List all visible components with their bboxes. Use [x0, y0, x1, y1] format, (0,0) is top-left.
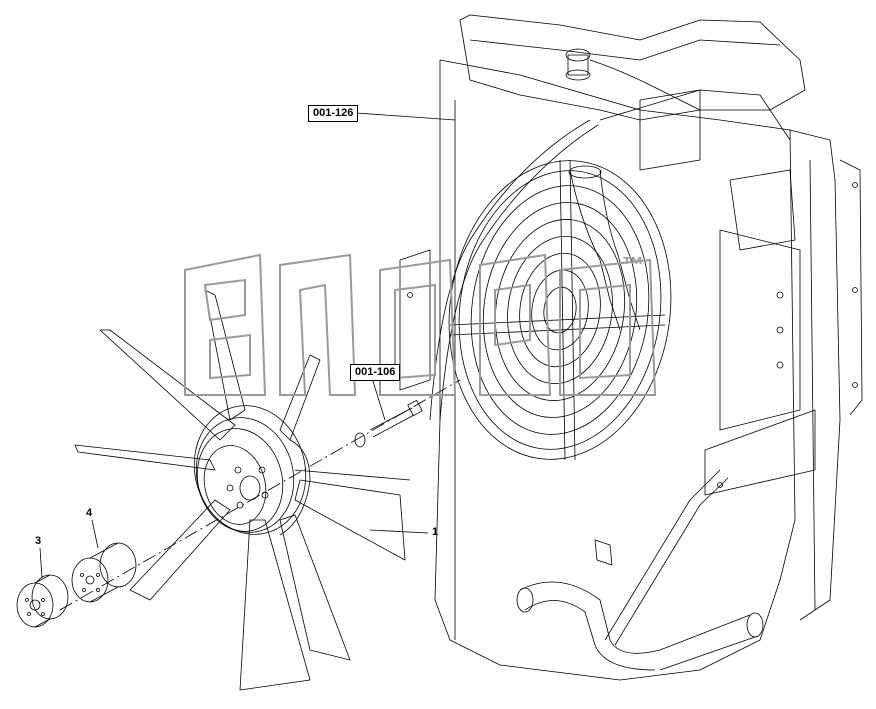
- fan-impeller: [74, 289, 411, 691]
- leader-001-106: [371, 377, 386, 421]
- bolt: [354, 399, 423, 448]
- radiator-block: [399, 14, 863, 681]
- reference-label-001-106[interactable]: 001-106: [350, 364, 401, 381]
- leader-pos-3: [39, 547, 43, 579]
- fan-guard-grille: [448, 159, 672, 461]
- pulley-part-3: [16, 574, 69, 628]
- watermark: [184, 253, 657, 396]
- leader-pos-4: [91, 519, 99, 549]
- reference-label-001-126[interactable]: 001-126: [308, 105, 359, 122]
- leader-pos-1: [369, 529, 429, 534]
- leader-001-126: [355, 112, 456, 121]
- position-number-3: 3: [35, 535, 42, 547]
- watermark-trademark: ™: [622, 252, 644, 277]
- position-number-4: 4: [86, 507, 93, 519]
- position-number-1: 1: [432, 526, 439, 538]
- assembly-axis-line: [59, 379, 461, 611]
- spacer-part-4: [71, 542, 137, 603]
